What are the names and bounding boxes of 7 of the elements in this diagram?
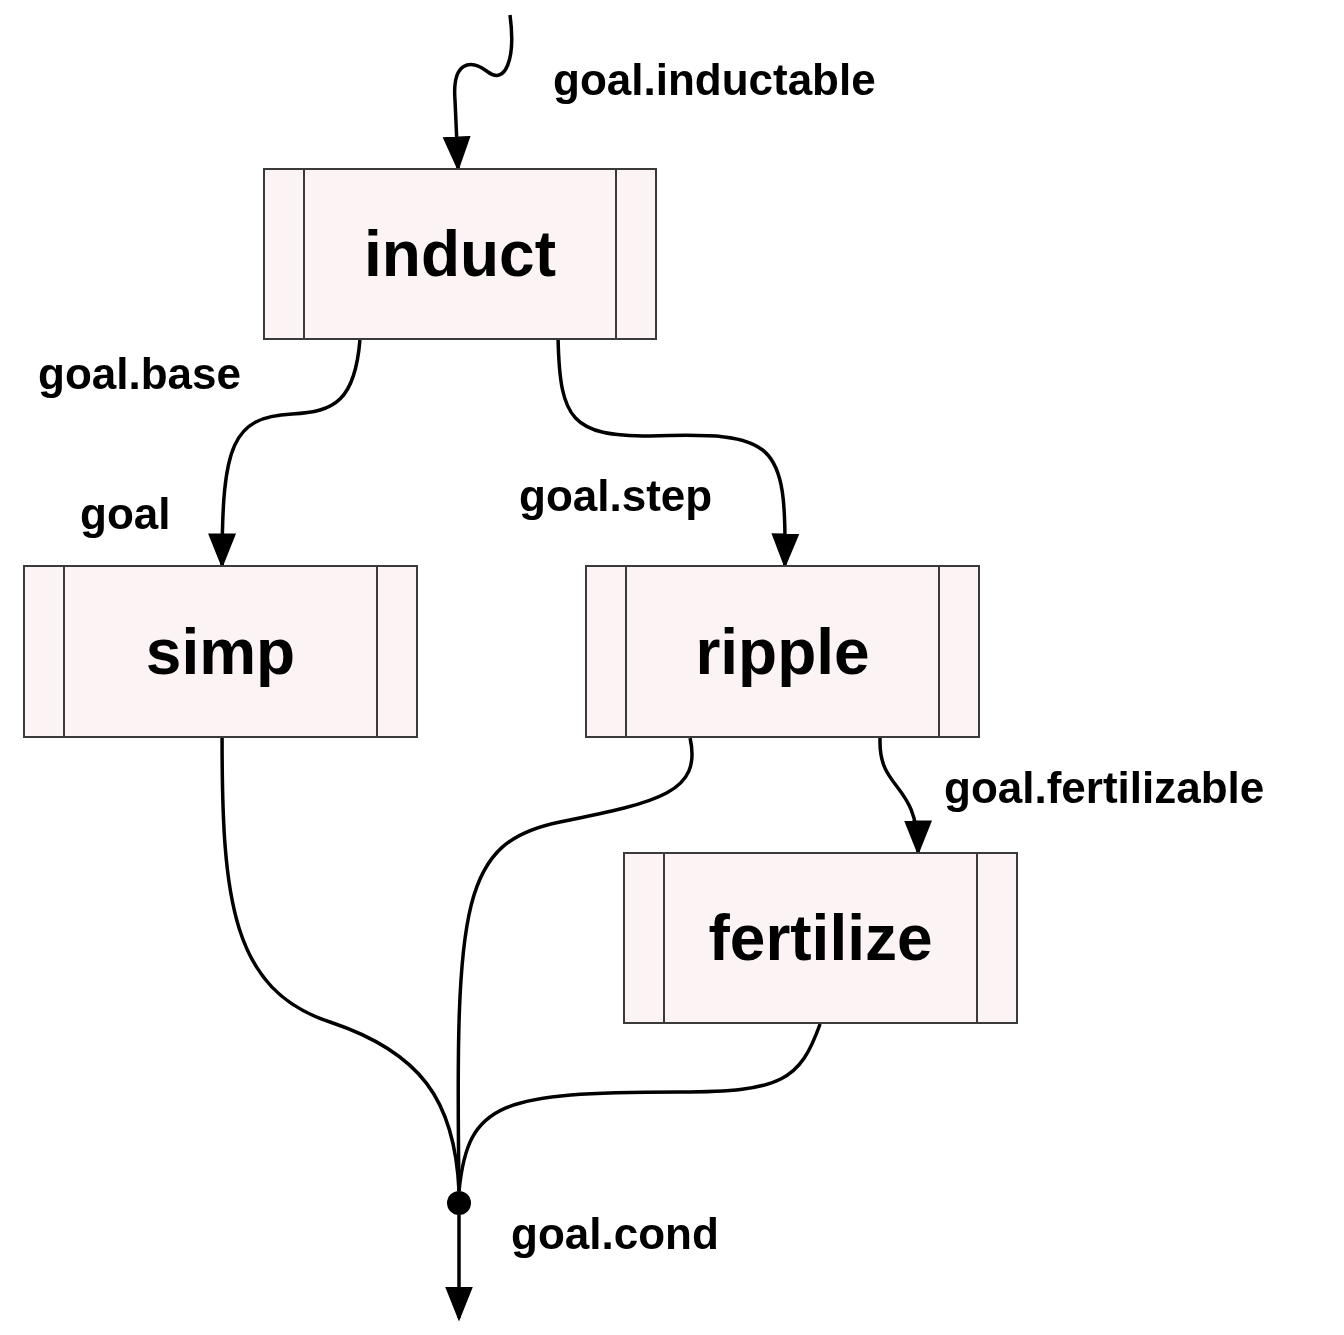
arrow	[445, 1215, 473, 1322]
process-box	[23, 565, 418, 738]
box-label: fertilize	[708, 906, 933, 970]
process-box	[585, 565, 980, 738]
box-label: induct	[364, 222, 556, 286]
process-box	[623, 852, 1018, 1024]
process-box	[263, 168, 657, 340]
